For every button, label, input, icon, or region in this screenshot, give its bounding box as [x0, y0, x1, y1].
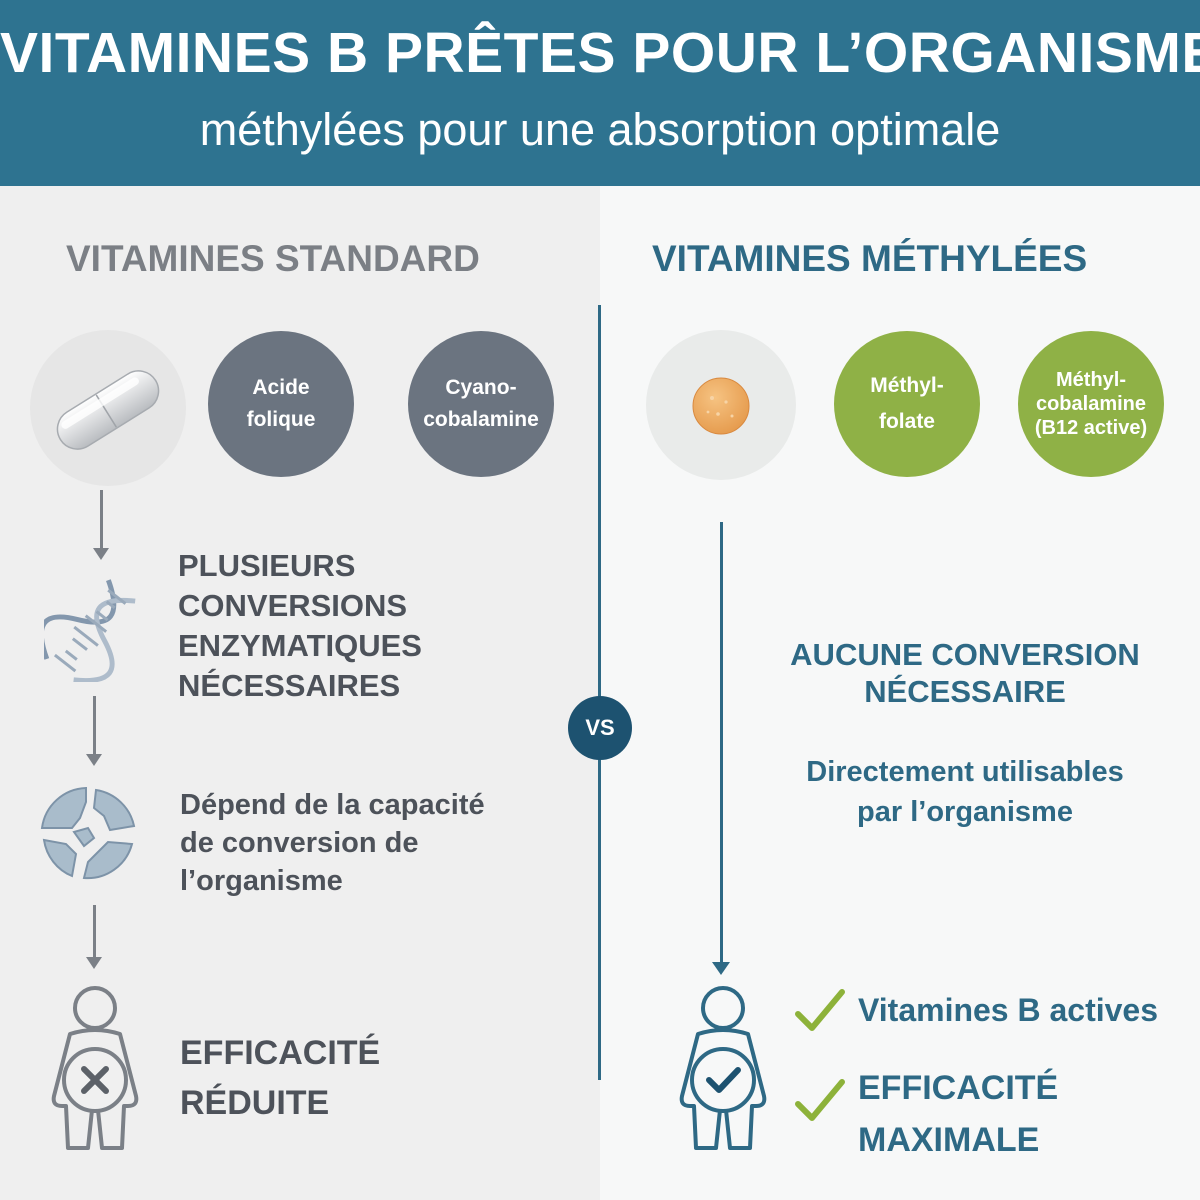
flow-arrow — [93, 696, 96, 754]
bubble-line: (B12 active) — [1034, 417, 1148, 439]
bubble-line: cobalamine — [1035, 393, 1147, 415]
reduced-efficacy-text: EFFICACITÉ RÉDUITE — [180, 1028, 380, 1128]
cyanocobalamin-bubble: Cyano-cobalamine — [408, 331, 554, 477]
bubble-line: folique — [246, 408, 316, 431]
directly-usable-text: Directement utilisables par l’organisme — [770, 752, 1160, 832]
text-line: Dépend de la capacité — [180, 789, 485, 821]
bubble-line: Méthyl- — [1056, 369, 1126, 391]
arrow-head-icon — [86, 957, 102, 969]
arrow-head-icon — [93, 548, 109, 560]
person-x-icon — [51, 986, 139, 1150]
methylfolate-bubble: Méthyl-folate — [834, 331, 980, 477]
text-line: PLUSIEURS — [178, 548, 356, 583]
text-line: de conversion de — [180, 827, 419, 859]
text-line: l’organisme — [180, 865, 343, 897]
page-title: VITAMINES B PRÊTES POUR L’ORGANISME — [0, 21, 1200, 85]
flow-arrow — [100, 490, 103, 548]
text-line: RÉDUITE — [180, 1084, 330, 1122]
text-line: ENZYMATIQUES — [178, 628, 422, 663]
text-line: NÉCESSAIRE — [864, 674, 1066, 709]
flow-arrow — [93, 905, 96, 957]
header-banner — [0, 0, 1200, 186]
text-line: AUCUNE CONVERSION — [790, 637, 1140, 672]
active-vitamins-text: Vitamines B actives — [858, 992, 1159, 1028]
text-line: MAXIMALE — [858, 1121, 1040, 1159]
text-line: CONVERSIONS — [178, 588, 408, 623]
checkmark-icon — [795, 989, 845, 1031]
folic-acid-bubble: Acide folique — [208, 331, 354, 477]
page-subtitle: méthylées pour une absorption optimale — [199, 104, 1001, 155]
person-check-icon — [679, 986, 767, 1150]
flow-arrow — [720, 522, 723, 962]
dependency-text: Dépend de la capacité de conversion de l… — [180, 786, 485, 900]
center-divider — [598, 305, 601, 1080]
text-line: NÉCESSAIRES — [178, 668, 401, 703]
bubble-line: folate — [878, 410, 935, 433]
bubble-line: cobalamine — [423, 408, 539, 431]
text-line: Directement utilisables — [806, 756, 1124, 788]
no-conversion-text: AUCUNE CONVERSION NÉCESSAIRE — [770, 636, 1160, 710]
methylated-heading: VITAMINES MÉTHYLÉES — [652, 238, 1088, 279]
standard-heading: VITAMINES STANDARD — [66, 238, 480, 279]
checkmark-icon — [795, 1079, 845, 1121]
tablet-photo — [646, 330, 796, 480]
text-line: EFFICACITÉ — [180, 1034, 381, 1072]
methylcobalamin-bubble: Méthyl-cobalamine(B12 active) — [1018, 331, 1164, 477]
max-efficacy-text: EFFICACITÉ MAXIMALE — [858, 1062, 1058, 1166]
conversion-text: PLUSIEURS CONVERSIONS ENZYMATIQUES NÉCES… — [178, 546, 422, 706]
tablet-icon — [692, 377, 750, 435]
text-line: par l’organisme — [857, 796, 1073, 828]
broken-circle-icon — [40, 786, 136, 880]
text-line: EFFICACITÉ — [858, 1069, 1059, 1107]
bubble-line: Méthyl- — [870, 374, 944, 397]
capsule-icon — [56, 370, 160, 450]
bubble-line: Cyano- — [445, 376, 517, 399]
arrow-head-icon — [712, 962, 730, 975]
bubble-line: Acide — [252, 376, 310, 399]
vs-badge: VS — [568, 696, 632, 760]
dna-icon — [44, 579, 136, 682]
arrow-head-icon — [86, 754, 102, 766]
capsule-photo — [30, 330, 186, 486]
